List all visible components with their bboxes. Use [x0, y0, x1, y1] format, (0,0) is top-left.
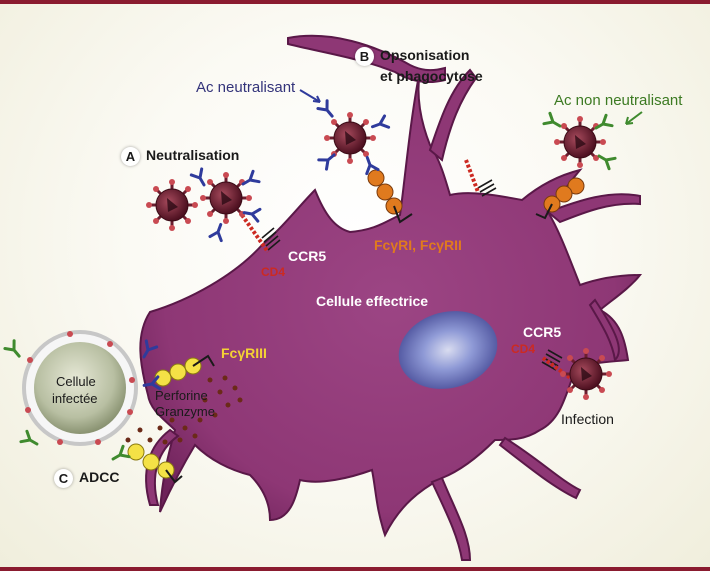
- cell-process-left: [145, 428, 180, 506]
- non-neutralizing-antibody-icon: [542, 111, 565, 133]
- section-c-letter: C: [54, 469, 73, 488]
- non-neutralizing-antibody-icon: [108, 444, 131, 466]
- arrow-ac-neutralisant: [299, 89, 321, 103]
- cell-process-top-branch: [428, 68, 478, 162]
- arrow-ac-non-neutralisant: [625, 111, 643, 125]
- effector-cell-body: [139, 69, 643, 538]
- section-a-heading: A Neutralisation: [121, 147, 239, 166]
- neutralizing-antibody-icon: [189, 167, 211, 190]
- section-c-heading: C ADCC: [54, 469, 119, 488]
- cell-process-bottom: [430, 476, 472, 561]
- ccr5-label-right: CCR5: [523, 324, 562, 340]
- cd4-receptor-top: [240, 213, 270, 254]
- section-c-title: ADCC: [79, 469, 120, 486]
- bottom-border: [0, 567, 710, 571]
- infection-label: Infection: [561, 411, 614, 427]
- non-neutralizing-antibody-icon: [19, 429, 42, 451]
- granzyme-label: Granzyme: [155, 404, 215, 419]
- ccr5-label-top: CCR5: [288, 248, 327, 264]
- fc-gamma-rii-stalk: [535, 203, 553, 220]
- cell-process-bottom-right: [498, 436, 582, 500]
- section-b-title-line1: Opsonisation: [380, 47, 470, 64]
- ccr5-receptor-mid: [477, 179, 497, 197]
- ac-non-neutralisant-label: Ac non neutralisant: [554, 92, 683, 109]
- infected-cell-core: [34, 342, 126, 434]
- fc-gamma-ri-stalk: [393, 205, 413, 224]
- nucleus: [398, 311, 498, 389]
- non-neutralizing-antibody-icon: [594, 149, 617, 171]
- section-b-heading: B Opsonisation: [355, 47, 469, 66]
- infected-cell-membrane-beads: [25, 331, 135, 445]
- ccr5-receptor-top: [261, 227, 281, 251]
- cell-process-right-lower: [588, 298, 620, 363]
- neutralizing-antibody-icon: [208, 220, 228, 243]
- top-border: [0, 0, 710, 4]
- neutralizing-antibody-icon: [316, 99, 339, 122]
- ac-neutralisant-label: Ac neutralisant: [196, 79, 296, 96]
- fc-gamma-riii-stalk-bottom: [165, 469, 183, 484]
- fc-gamma-riii-stalk-top: [192, 354, 215, 367]
- cd4-label-top: CD4: [261, 265, 286, 279]
- non-neutralizing-antibody-icon: [3, 339, 26, 362]
- section-a-letter: A: [121, 147, 140, 166]
- cellule-infectee-label-line2: infectée: [52, 391, 98, 406]
- neutralizing-antibody-icon: [368, 114, 391, 134]
- ccr5-receptor-right: [541, 349, 563, 371]
- perforine-label: Perforine: [155, 388, 208, 403]
- cd4-receptor-mid: [464, 159, 480, 193]
- virus-icon: [552, 114, 608, 170]
- cellule-effectrice-label: Cellule effectrice: [316, 293, 429, 309]
- section-b-title-line2: et phagocytose: [380, 68, 483, 84]
- perforin-granzyme-granules: [125, 375, 243, 445]
- section-a-title: Neutralisation: [146, 147, 240, 164]
- cell-process-right: [546, 193, 641, 224]
- fc-receptors-label: FcγRI, FcγRII: [374, 237, 462, 253]
- fc-gamma-ri-chain: [367, 169, 403, 215]
- cd4-label-right: CD4: [511, 342, 536, 356]
- virus-icon: [144, 177, 200, 233]
- fc-riii-label: FcγRIII: [221, 345, 267, 361]
- section-b-letter: B: [355, 47, 374, 66]
- cellule-infectee-label-line1: Cellule: [56, 374, 96, 389]
- fc-gamma-rii-chain: [543, 177, 585, 213]
